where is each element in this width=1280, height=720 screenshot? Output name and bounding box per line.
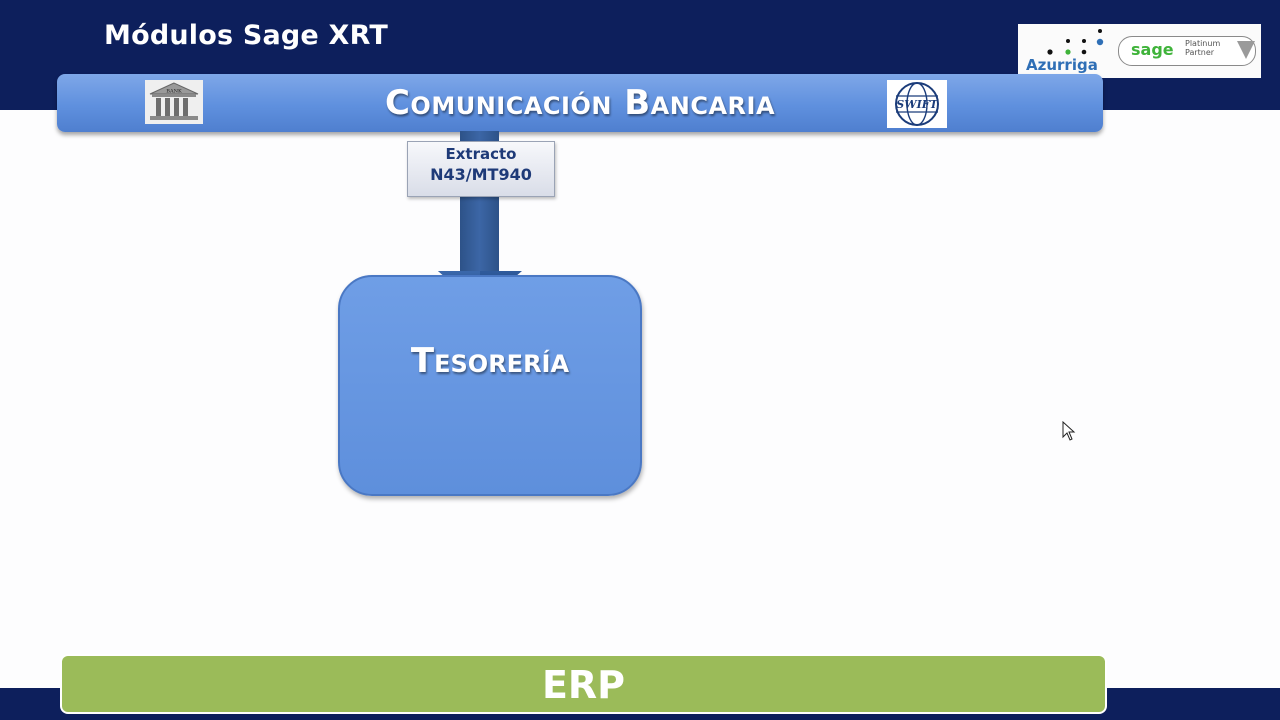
bank-icon-label: BANK bbox=[166, 89, 182, 95]
banking-communication-banner: Comunicación Bancaria BANK SWIFT bbox=[57, 74, 1103, 132]
treasury-module-box: Tesorería bbox=[338, 275, 642, 496]
statement-format-label: Extracto N43/MT940 bbox=[407, 141, 555, 197]
statement-label-line1: Extracto bbox=[445, 145, 517, 163]
swift-globe-icon: SWIFT bbox=[887, 80, 947, 128]
sage-wordmark: sage bbox=[1131, 40, 1174, 59]
azurriga-dots-icon bbox=[1047, 29, 1104, 55]
partner-ribbon-icon bbox=[1237, 41, 1255, 59]
partner-logo: Azurriga sage Platinum Partner bbox=[1018, 24, 1261, 78]
swift-icon-label: SWIFT bbox=[896, 98, 938, 111]
azurriga-wordmark: Azurriga bbox=[1026, 56, 1098, 74]
statement-label-line2: N43/MT940 bbox=[430, 165, 532, 184]
partner-tier: Platinum Partner bbox=[1185, 39, 1221, 57]
mouse-pointer-icon bbox=[1062, 421, 1076, 441]
bank-building-icon: BANK bbox=[145, 80, 203, 124]
slide-title: Módulos Sage XRT bbox=[104, 20, 388, 51]
banner-title: Comunicación Bancaria bbox=[384, 83, 776, 123]
treasury-module-title: Tesorería bbox=[410, 341, 570, 381]
erp-bar: ERP bbox=[62, 656, 1105, 712]
erp-title: ERP bbox=[541, 663, 626, 707]
sage-partner-badge: sage Platinum Partner bbox=[1118, 36, 1256, 66]
